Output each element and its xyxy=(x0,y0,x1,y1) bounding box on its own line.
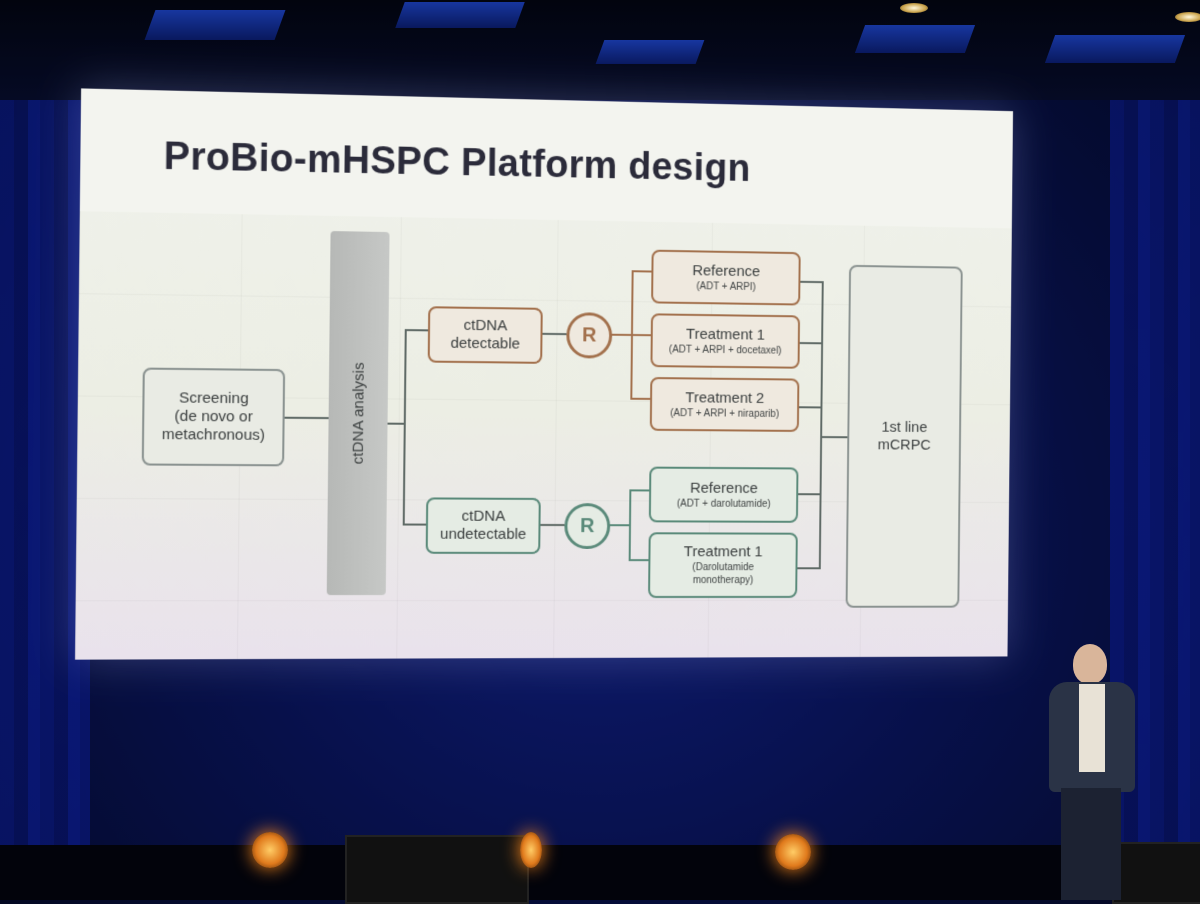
arm-undet-reference: Reference (ADT + darolutamide) xyxy=(649,467,799,523)
arm-detail: monotherapy) xyxy=(693,574,754,587)
outcome-box: 1st line mCRPC xyxy=(846,265,963,608)
rig-panel xyxy=(596,40,705,64)
arm-det-treatment1: Treatment 1 (ADT + ARPI + docetaxel) xyxy=(650,313,800,368)
presenter-shirt xyxy=(1079,684,1105,772)
stage-floor xyxy=(0,845,1200,900)
arm-name: Treatment 2 xyxy=(685,389,764,408)
connector-det-t2 xyxy=(631,335,650,399)
arm-undet-treatment1: Treatment 1 (Darolutamide monotherapy) xyxy=(648,532,798,598)
arm-detail: (ADT + ARPI) xyxy=(696,280,756,294)
stage-light xyxy=(775,834,811,870)
presenter-trousers xyxy=(1061,788,1121,900)
randomization-circle-undetectable: R xyxy=(564,503,610,549)
connector-to-detectable xyxy=(388,330,428,424)
arm-detail: (ADT + darolutamide) xyxy=(677,497,771,510)
arm-det-treatment2: Treatment 2 (ADT + ARPI + niraparib) xyxy=(650,377,800,432)
rig-panel xyxy=(395,2,524,28)
screening-box: Screening (de novo or metachronous) xyxy=(142,368,285,467)
arm-name: Treatment 1 xyxy=(684,543,763,561)
undetectable-box: ctDNA undetectable xyxy=(426,497,541,554)
arm-detail: (ADT + ARPI + docetaxel) xyxy=(669,343,782,357)
arm-detail: (ADT + ARPI + niraparib) xyxy=(670,407,779,421)
undetectable-label: undetectable xyxy=(440,526,526,544)
arm-name: Reference xyxy=(692,262,760,281)
arm-name: Treatment 1 xyxy=(686,325,765,344)
detectable-label: ctDNA xyxy=(464,317,508,336)
presenter-head xyxy=(1073,644,1107,684)
connector-undet-t1 xyxy=(630,525,649,560)
rig-panel xyxy=(1045,35,1185,63)
outcome-label: mCRPC xyxy=(878,437,931,455)
spot-light xyxy=(900,3,928,13)
projection-screen: ProBio-mHSPC Platform design Screening xyxy=(75,88,1013,659)
rig-panel xyxy=(145,10,286,40)
undetectable-label: ctDNA xyxy=(462,508,506,526)
arm-name: Reference xyxy=(690,479,758,497)
randomization-circle-detectable: R xyxy=(566,312,612,358)
arm-detail: (Darolutamide xyxy=(692,561,754,574)
detectable-box: ctDNA detectable xyxy=(428,306,543,364)
detectable-label: detectable xyxy=(450,335,520,354)
screening-label: metachronous) xyxy=(162,426,265,445)
ctdna-analysis-label: ctDNA analysis xyxy=(349,362,367,464)
stage-monitor xyxy=(345,835,529,904)
ceiling-rig xyxy=(0,0,1200,100)
arm-det-reference: Reference (ADT + ARPI) xyxy=(651,250,801,306)
connector-det-ref xyxy=(610,271,651,335)
screening-label: Screening xyxy=(179,389,249,408)
spot-light xyxy=(1175,12,1200,22)
rig-panel xyxy=(855,25,975,53)
connector-to-undetectable xyxy=(404,424,427,525)
stage-light xyxy=(520,832,542,868)
screening-label: (de novo or xyxy=(174,408,252,427)
outcome-label: 1st line xyxy=(881,419,927,437)
presenter xyxy=(1043,640,1143,900)
stage-light xyxy=(252,832,288,868)
connector-undet-ref xyxy=(608,490,649,525)
